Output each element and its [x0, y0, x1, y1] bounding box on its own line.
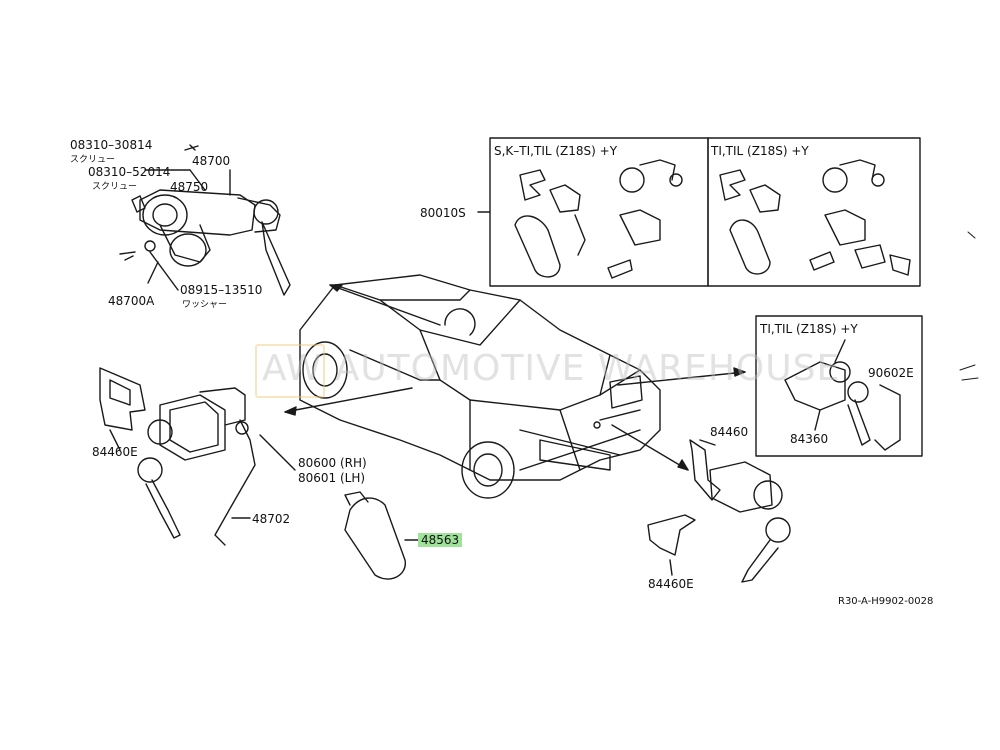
label-80600-rh: 80600 (RH) — [298, 456, 367, 470]
car-illustration — [299, 274, 661, 499]
arrows — [284, 284, 746, 471]
label-84460E-left: 84460E — [92, 445, 138, 459]
label-08310-52014: 08310–52014 — [88, 165, 171, 179]
label-08915-13510: 08915–13510 — [180, 283, 263, 297]
inset-box-1 — [477, 137, 709, 287]
ignition-assembly — [119, 144, 291, 296]
inset-box-2 — [707, 137, 921, 287]
label-48750: 48750 — [170, 180, 209, 194]
label-84460: 84460 — [710, 425, 749, 439]
label-48700: 48700 — [192, 154, 231, 168]
label-80010S: 80010S — [420, 206, 466, 220]
watermark-logo-box — [255, 344, 325, 398]
label-80601-lh: 80601 (LH) — [298, 471, 366, 485]
box3-title: TI,TIL (Z18S) +Y — [760, 322, 858, 336]
label-48700A: 48700A — [108, 294, 155, 308]
label-84360: 84360 — [790, 432, 829, 446]
label-48702: 48702 — [252, 512, 291, 526]
label-washer: ワッシャー — [182, 300, 228, 310]
label-screw-2: スクリュー — [92, 182, 138, 192]
reference-code: R30-A-H9902-0028 — [838, 596, 934, 607]
label-screw-1: スクリュー — [70, 155, 116, 165]
label-90602E: 90602E — [868, 366, 914, 380]
label-48563-highlighted: 48563 — [418, 533, 463, 547]
key-fob — [344, 491, 419, 580]
box1-title: S,K–TI,TIL (Z18S) +Y — [494, 144, 618, 158]
label-08310-30814: 08310–30814 — [70, 138, 153, 152]
box2-title: TI,TIL (Z18S) +Y — [711, 144, 809, 158]
watermark-text: AW AUTOMOTIVE WAREHOUSE — [262, 348, 841, 389]
door-lock-right-assembly — [647, 439, 791, 583]
inset-box-3 — [755, 315, 923, 457]
door-lock-left-assembly — [99, 367, 296, 546]
label-84460E-right: 84460E — [648, 577, 694, 591]
